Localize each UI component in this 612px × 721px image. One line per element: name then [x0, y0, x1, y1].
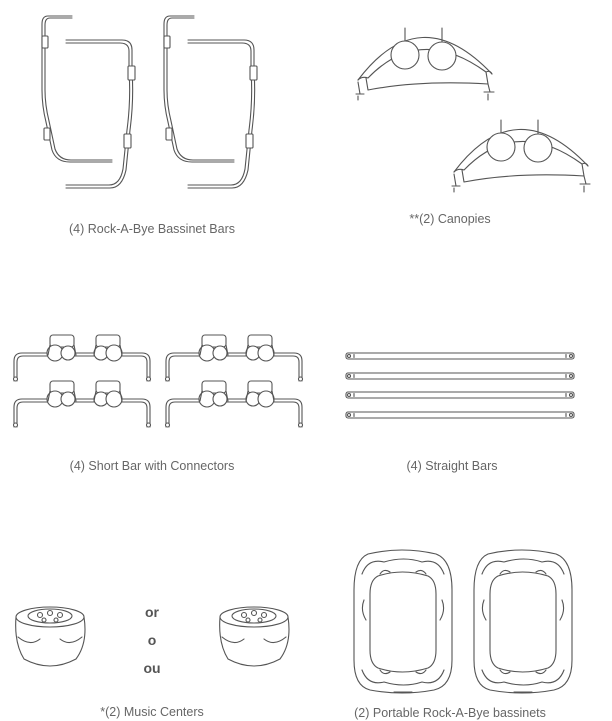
bassinet-icon [353, 549, 573, 694]
music-center-icon [219, 606, 290, 667]
straight-bar-1 [345, 352, 575, 360]
caption-bassinet-bars: (4) Rock-A-Bye Bassinet Bars [68, 222, 236, 236]
or-word-en: or [145, 604, 159, 620]
music-center-right [216, 603, 296, 669]
canopy-bottom [451, 119, 591, 193]
caption-music-centers: *(2) Music Centers [100, 705, 204, 719]
bassinet-2 [473, 549, 573, 694]
caption-straight-bars: (4) Straight Bars [406, 459, 498, 473]
caption-bassinets: (2) Portable Rock-A-Bye bassinets [354, 706, 546, 720]
canopies-illustration [350, 10, 610, 200]
straight-bars-illustration [340, 350, 585, 426]
straight-bar-4 [345, 411, 575, 419]
or-word-fr: ou [143, 660, 161, 676]
or-word-es: o [147, 632, 157, 648]
short-bar-2 [164, 334, 304, 382]
straight-bar-2 [345, 372, 575, 380]
bassinet-bars-illustration [30, 10, 270, 200]
short-bar-3 [12, 380, 152, 428]
bassinets-illustration [350, 548, 580, 694]
canopy-top [355, 27, 495, 101]
short-bar-4 [164, 380, 304, 428]
short-bar-1 [12, 334, 152, 382]
straight-bar-3 [345, 391, 575, 399]
music-center-icon [15, 606, 86, 667]
short-bar-connector-icon [12, 334, 304, 428]
caption-short-bar: (4) Short Bar with Connectors [69, 459, 235, 473]
bassinet-bars-icon [41, 15, 258, 189]
short-bar-connectors-illustration [10, 333, 320, 433]
music-center-left [12, 603, 92, 669]
bassinet-bar-pair-left [41, 15, 136, 189]
caption-canopies: **(2) Canopies [409, 212, 491, 226]
bassinet-1 [353, 549, 453, 694]
bassinet-bar-pair-right [163, 15, 258, 189]
canopy-icon [355, 27, 591, 193]
straight-bar-icon [345, 352, 575, 419]
